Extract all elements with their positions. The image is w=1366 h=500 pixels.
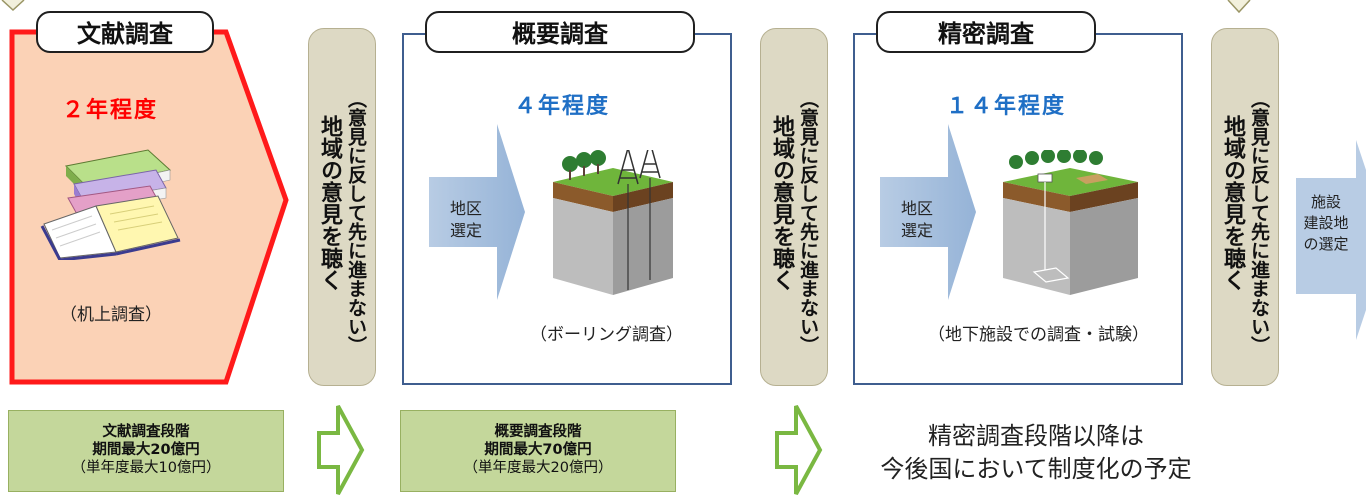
stage3-select-label: 地区 選定 xyxy=(900,199,933,240)
opinion-heading-3: 地域の意見を聴く xyxy=(1220,115,1245,291)
stage3-duration: １４年程度 xyxy=(946,94,1067,119)
incoming-arrow-tip xyxy=(1,0,25,12)
boring-site-icon xyxy=(553,150,673,295)
final-step-box: 施設 建設地 の選定 xyxy=(1296,178,1356,294)
opinion-condition-1: （意見に反して先に進まない） xyxy=(345,89,367,355)
budget2-max: 期間最大70億円 xyxy=(484,442,592,458)
budget2-title: 概要調査段階 xyxy=(494,424,582,440)
stage3-caption: （地下施設での調査・試験） xyxy=(928,325,1149,345)
opinion-heading-2: 地域の意見を聴く xyxy=(769,115,794,291)
budget1-max: 期間最大20億円 xyxy=(92,442,200,458)
budget-box-1: 文献調査段階 期間最大20億円 （単年度最大10億円） xyxy=(8,410,284,492)
opinion-condition-3: （意見に反して先に進まない） xyxy=(1248,89,1270,355)
stage2-title: 概要調査 xyxy=(425,11,695,53)
budget2-annual: （単年度最大20億円） xyxy=(463,460,613,476)
opinion-heading-1: 地域の意見を聴く xyxy=(317,115,342,291)
stage2-caption: （ボーリング調査） xyxy=(530,325,683,345)
opinion-pill-2: （意見に反して先に進まない） 地域の意見を聴く xyxy=(760,28,828,386)
stage1-duration: ２年程度 xyxy=(62,98,159,123)
bottom-arrow-1 xyxy=(317,405,365,495)
stage3-title: 精密調査 xyxy=(876,11,1096,53)
final-step-arrow xyxy=(1356,140,1366,340)
budget-box-2: 概要調査段階 期間最大70億円 （単年度最大20億円） xyxy=(400,410,676,492)
opinion-condition-2: （意見に反して先に進まない） xyxy=(797,89,819,355)
outgoing-arrow-tip xyxy=(1227,0,1251,14)
opinion-pill-3: （意見に反して先に進まない） 地域の意見を聴く xyxy=(1211,28,1279,386)
future-note: 精密調査段階以降は 今後国において制度化の予定 xyxy=(866,420,1206,486)
future-note-line2: 今後国において制度化の予定 xyxy=(880,455,1192,483)
stage2-select-label: 地区 選定 xyxy=(449,199,482,240)
budget1-annual: （単年度最大10億円） xyxy=(71,460,221,476)
stage2-duration: ４年程度 xyxy=(514,94,611,119)
stage3-select-arrow xyxy=(880,124,976,300)
bottom-arrow-2 xyxy=(775,405,823,495)
stage1-title: 文献調査 xyxy=(36,11,214,53)
future-note-line1: 精密調査段階以降は xyxy=(928,422,1144,450)
books-icon xyxy=(40,149,181,260)
stage2-select-arrow xyxy=(429,124,525,300)
underground-facility-icon xyxy=(1003,150,1138,295)
opinion-pill-1: （意見に反して先に進まない） 地域の意見を聴く xyxy=(308,28,376,386)
stage1-caption: （机上調査） xyxy=(60,305,162,325)
budget1-title: 文献調査段階 xyxy=(102,424,190,440)
